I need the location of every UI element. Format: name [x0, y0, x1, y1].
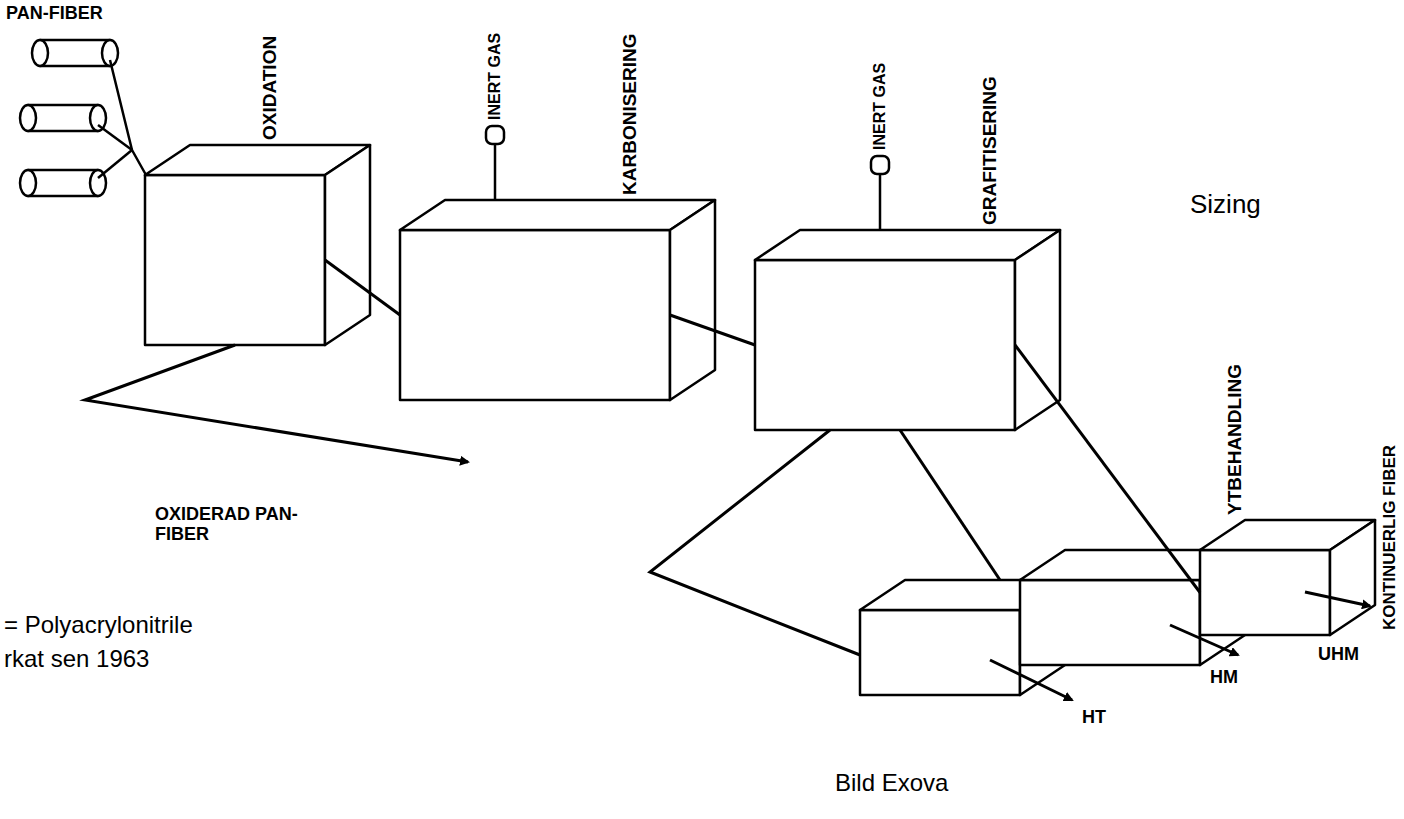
grade-label: HT: [1082, 708, 1106, 728]
process-heading: GRAFITISERING: [980, 76, 1001, 225]
process-connector: [325, 260, 400, 315]
gas-label: INERT GAS: [486, 33, 504, 120]
gas-label: INERT GAS: [871, 63, 889, 150]
note-text: rkat sen 1963: [4, 646, 149, 672]
process-heading: KARBONISERING: [620, 33, 641, 195]
source-credit: Bild Exova: [835, 770, 948, 796]
grade-label: HM: [1210, 668, 1238, 688]
input-label: PAN-FIBER: [6, 4, 103, 24]
process-box: OXIDATION: [145, 175, 325, 345]
process-box: YTBEHANDLING: [1200, 550, 1330, 635]
step-note: Sizing: [1190, 190, 1261, 219]
process-heading: OXIDATION: [260, 36, 281, 140]
process-connector: [1015, 345, 1200, 593]
process-box: KARBONISERING: [400, 230, 670, 400]
grade-label: UHM: [1318, 645, 1359, 665]
process-heading: YTBEHANDLING: [1225, 364, 1246, 515]
process-connector: [670, 315, 755, 345]
process-box: GRAFITISERING: [755, 260, 1015, 430]
note-text: = Polyacrylonitrile: [4, 612, 193, 638]
output-label: KONTINUERLIG FIBER: [1381, 445, 1400, 630]
output-label: OXIDERAD PAN-FIBER: [155, 505, 315, 545]
